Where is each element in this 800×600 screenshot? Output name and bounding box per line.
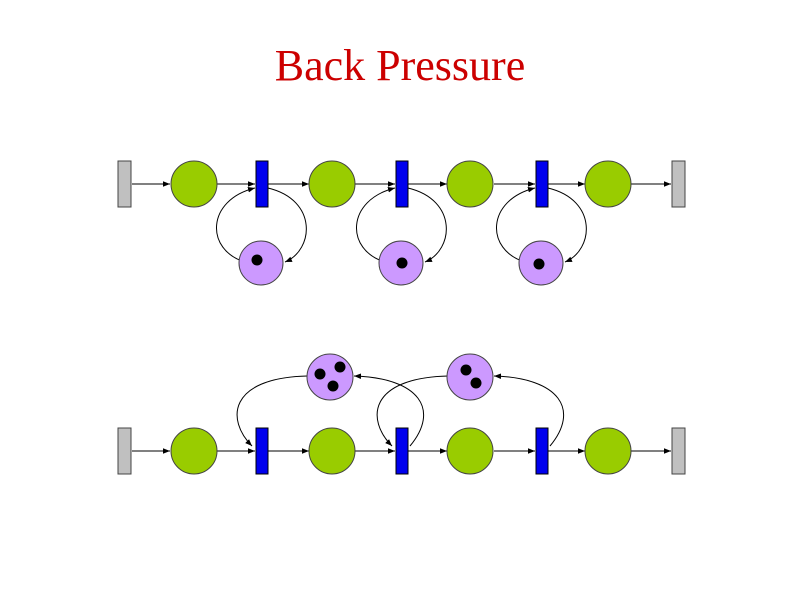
buffer-arc-from-transition [493, 373, 565, 447]
top-net [117, 160, 686, 286]
token [470, 377, 482, 389]
place [308, 427, 356, 475]
top-net-buffer-arcs [216, 186, 587, 263]
token [334, 361, 346, 373]
source-transition [117, 427, 132, 475]
buffer-arc-to-transition [496, 186, 536, 263]
place [584, 427, 632, 475]
token [460, 364, 472, 376]
token [533, 258, 545, 270]
transition [395, 427, 409, 475]
buffer-arc-to-transition [376, 375, 449, 447]
place [170, 427, 218, 475]
place [170, 160, 218, 208]
token [396, 257, 408, 269]
buffer-arc-from-transition [547, 187, 587, 263]
slide-title: Back Pressure [274, 41, 526, 90]
bottom-net-buffer-arcs [236, 373, 565, 447]
sink-transition [671, 427, 686, 475]
transition [535, 427, 549, 475]
transition [255, 160, 269, 208]
sink-transition [671, 160, 686, 208]
buffer-arc-from-transition [267, 187, 307, 263]
buffer-arc-to-transition [356, 186, 396, 263]
transition [395, 160, 409, 208]
transition [255, 427, 269, 475]
buffer-place [306, 353, 354, 401]
bottom-net [117, 353, 686, 475]
place [446, 160, 494, 208]
place [308, 160, 356, 208]
source-transition [117, 160, 132, 208]
buffer-arc-to-transition [236, 375, 308, 447]
buffer-arc-from-transition [407, 187, 447, 263]
buffer-place [446, 353, 494, 401]
place [584, 160, 632, 208]
transition [535, 160, 549, 208]
buffer-arc-to-transition [216, 186, 256, 263]
token [327, 380, 339, 392]
token [314, 368, 326, 380]
buffer-arc-from-transition [353, 373, 425, 447]
place [446, 427, 494, 475]
token [251, 254, 263, 266]
